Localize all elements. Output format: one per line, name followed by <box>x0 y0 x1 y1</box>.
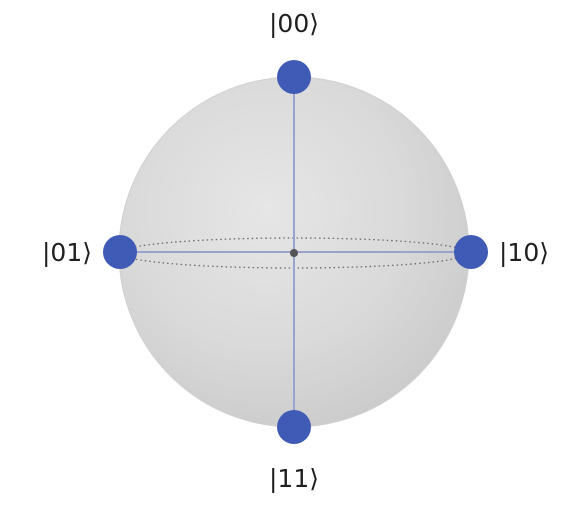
state-point-11 <box>277 410 311 444</box>
state-point-00 <box>277 60 311 94</box>
state-point-01 <box>103 235 137 269</box>
state-label-01: |01⟩ <box>42 238 92 267</box>
state-point-10 <box>454 235 488 269</box>
state-label-00: |00⟩ <box>269 9 319 38</box>
state-label-11: |11⟩ <box>269 464 319 493</box>
state-label-10: |10⟩ <box>499 238 549 267</box>
center-point <box>290 249 298 257</box>
